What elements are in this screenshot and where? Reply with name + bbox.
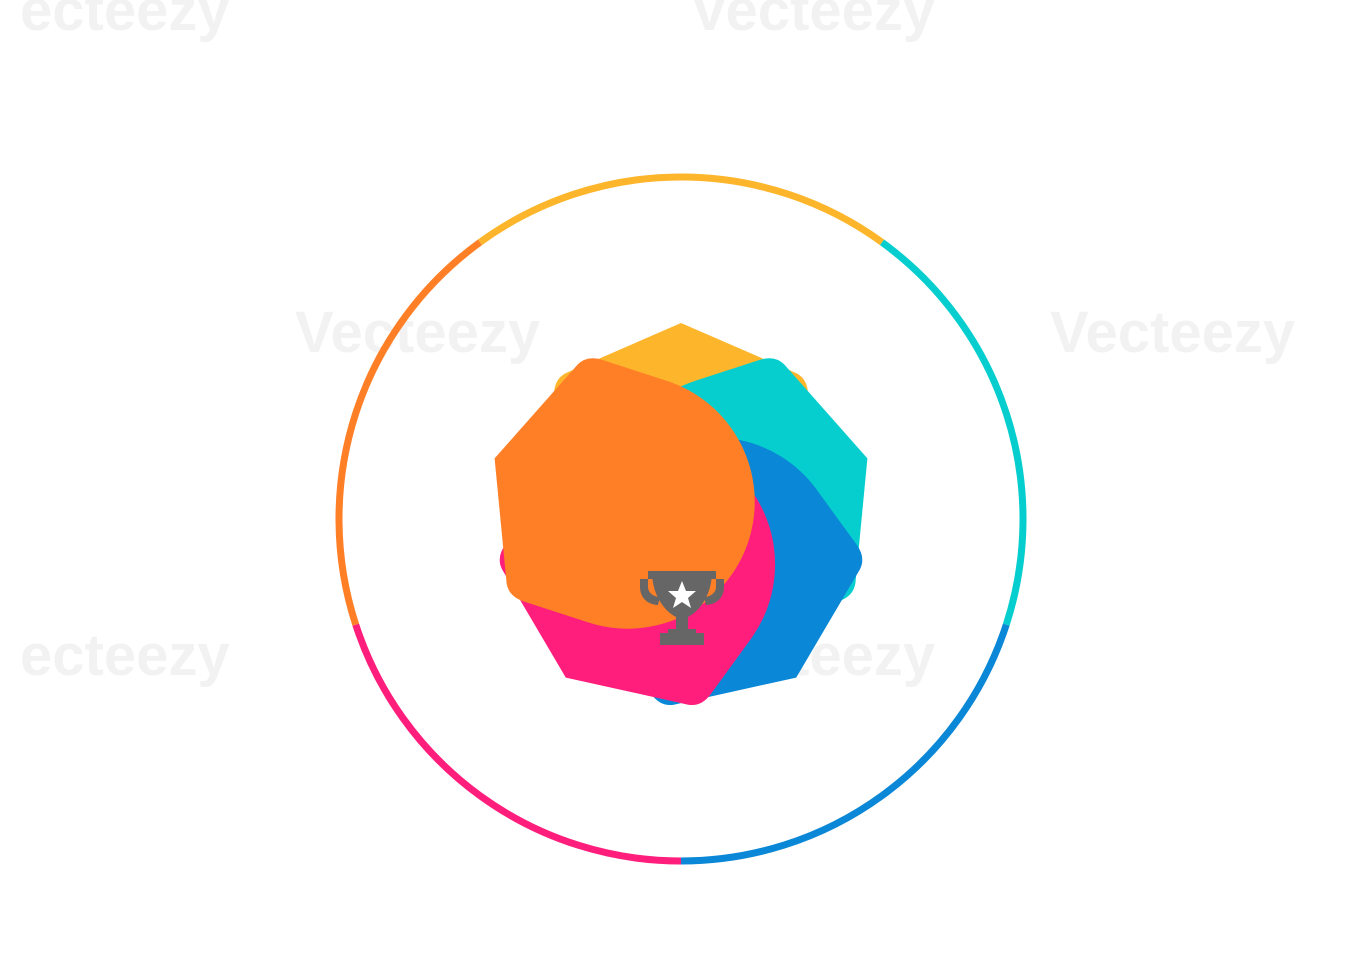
outer-ring-segment — [680, 623, 1010, 865]
watermark-text: ecteezy — [20, 0, 230, 43]
outer-ring-segment — [352, 623, 682, 865]
outer-ring-segment — [879, 239, 1027, 626]
step-shapes — [494, 323, 868, 706]
watermark-text: Vecteezy — [690, 0, 935, 43]
trophy-icon — [640, 571, 724, 645]
watermark-text: Vecteezy — [1050, 300, 1295, 365]
step-shape-5 — [494, 358, 755, 629]
outer-ring — [335, 173, 1027, 865]
watermark-text: ecteezy — [20, 623, 230, 688]
outer-ring-segment — [477, 173, 885, 246]
outer-ring-segment — [335, 239, 483, 626]
watermark-text: Vecteezy — [295, 300, 540, 365]
